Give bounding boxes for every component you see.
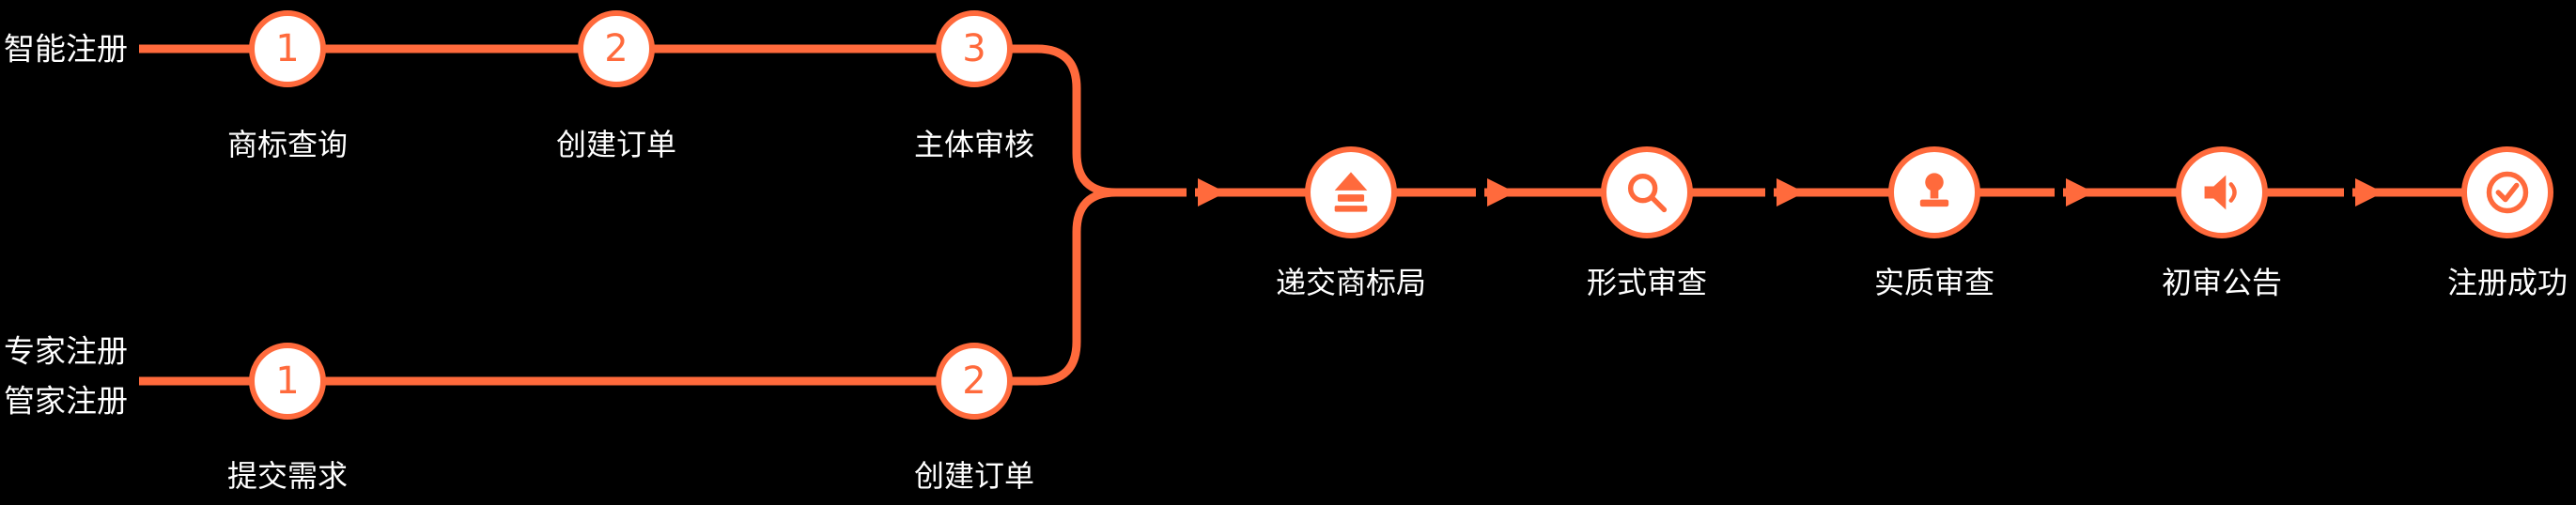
flow-node-formal-review	[1601, 146, 1693, 238]
stamp-submit-icon	[1334, 172, 1368, 212]
flow-arrow	[2055, 178, 2094, 207]
track-label-expert: 专家注册	[4, 332, 128, 370]
flow-node-substantive-review	[1888, 146, 1980, 238]
track-label-smart: 智能注册	[4, 30, 128, 68]
flow-line-expert-track	[139, 188, 1117, 386]
flow-node-registration-success	[2461, 146, 2553, 238]
megaphone-icon	[2204, 175, 2237, 210]
step-node-expert-1: 1	[249, 343, 326, 420]
step-node-expert-2: 2	[936, 343, 1013, 420]
step-number: 2	[962, 360, 986, 403]
step-number: 3	[962, 27, 986, 70]
step-number: 1	[275, 360, 300, 403]
step-label-submit-to-trademark-office: 递交商标局	[1275, 265, 1427, 300]
flow-arrow	[1765, 178, 1805, 207]
step-label-create-order-smart: 创建订单	[555, 127, 677, 162]
step-label-substantive-review: 实质审查	[1873, 265, 1995, 300]
step-node-smart-3: 3	[936, 10, 1013, 87]
step-number: 2	[604, 27, 628, 70]
step-node-smart-1: 1	[249, 10, 326, 87]
flow-arrow	[2344, 178, 2383, 207]
stamp-icon	[1919, 173, 1949, 207]
flow-node-preliminary-announcement	[2176, 146, 2268, 238]
step-label-subject-review: 主体审核	[913, 127, 1035, 162]
step-label-registration-success: 注册成功	[2446, 265, 2568, 300]
flow-line-smart-track	[139, 44, 2503, 197]
step-label-formal-review: 形式审查	[1586, 265, 1708, 300]
flow-arrow	[1187, 178, 1226, 207]
step-node-smart-2: 2	[578, 10, 655, 87]
flow-arrow	[1476, 178, 1515, 207]
flow-node-submit-to-trademark-office	[1305, 146, 1397, 238]
step-label-trademark-search: 商标查询	[226, 127, 349, 162]
check-circle-icon	[2486, 171, 2529, 214]
step-number: 1	[275, 27, 300, 70]
track-label-butler: 管家注册	[4, 382, 128, 420]
magnifier-icon	[1627, 173, 1668, 213]
step-label-preliminary-announcement: 初审公告	[2161, 265, 2283, 300]
step-label-create-order-expert: 创建订单	[913, 458, 1035, 494]
step-label-submit-requirements: 提交需求	[226, 458, 349, 494]
